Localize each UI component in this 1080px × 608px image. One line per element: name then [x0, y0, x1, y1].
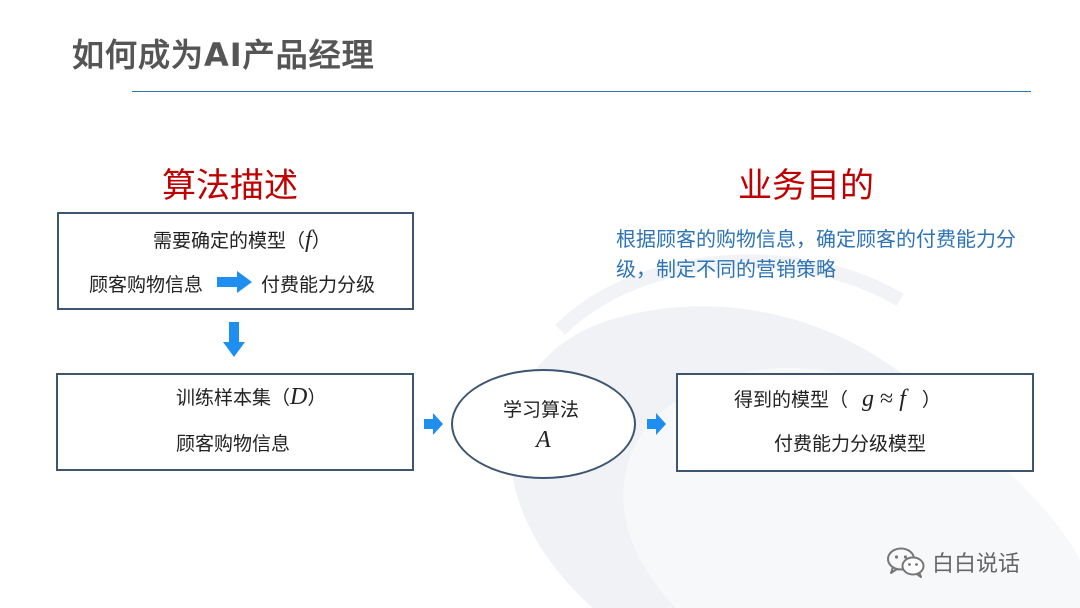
result-symbol-f: f — [899, 386, 906, 412]
training-set-box: 训练样本集（D） 顾客购物信息 — [56, 373, 414, 471]
algorithm-heading: 算法描述 — [162, 166, 298, 206]
model-box: 需要确定的模型（f） 顾客购物信息 付费能力分级 — [57, 212, 414, 310]
training-set-label-line: 训练样本集（D） — [176, 383, 326, 411]
learning-algorithm-symbol: A — [536, 427, 551, 453]
slide-title: 如何成为AI产品经理 — [72, 36, 375, 74]
result-model-sub: 付费能力分级模型 — [774, 433, 927, 455]
result-model-box: 得到的模型（ g≈f ） 付费能力分级模型 — [676, 373, 1034, 472]
training-set-close: ） — [307, 387, 327, 409]
right-arrow-icon — [217, 271, 252, 293]
result-model-label-line: 得到的模型（ g≈f ） — [734, 385, 941, 413]
model-box-close: ） — [311, 230, 331, 252]
model-box-label-line: 需要确定的模型（f） — [153, 226, 331, 254]
model-input: 顾客购物信息 — [89, 274, 204, 296]
training-symbol-d: D — [290, 384, 308, 410]
wechat-icon — [887, 547, 925, 578]
down-arrow-icon — [223, 322, 245, 357]
model-symbol-f: f — [305, 227, 312, 253]
right-arrow-icon — [647, 413, 666, 435]
model-output: 付费能力分级 — [261, 274, 376, 296]
learning-algorithm-label: 学习算法 — [503, 399, 580, 421]
brand-watermark: 白白说话 — [886, 546, 1020, 578]
result-model-close: ） — [921, 389, 941, 411]
training-set-sub: 顾客购物信息 — [176, 433, 291, 455]
training-set-label: 训练样本集（ — [176, 387, 291, 409]
title-underline — [132, 91, 1031, 92]
result-symbol-g: g — [862, 386, 875, 412]
approx-symbol: ≈ — [880, 386, 894, 412]
right-arrow-icon — [424, 413, 443, 435]
result-model-label: 得到的模型（ — [734, 389, 849, 411]
business-description: 根据顾客的购物信息，确定顾客的付费能力分级，制定不同的营销策略 — [616, 227, 1016, 281]
business-heading: 业务目的 — [738, 166, 874, 206]
model-box-label: 需要确定的模型（ — [153, 230, 306, 252]
brand-name: 白白说话 — [932, 552, 1021, 577]
learning-algorithm-ellipse: 学习算法 A — [451, 369, 636, 479]
